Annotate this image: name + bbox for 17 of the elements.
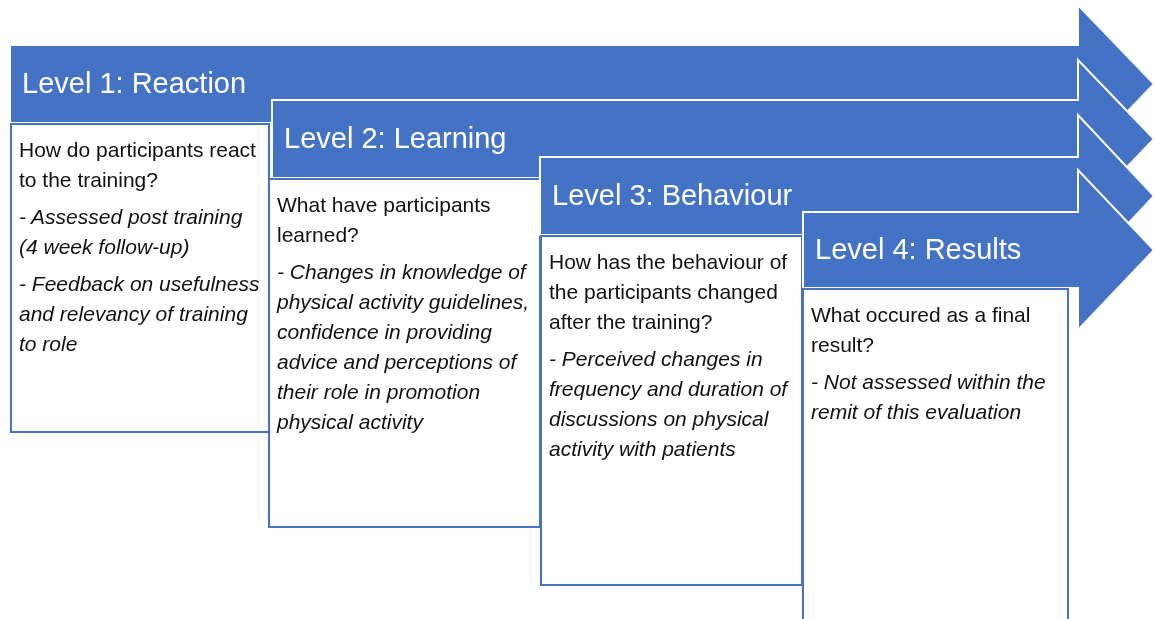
note-text: - Not assessed within the remit of this evaluation xyxy=(811,369,1047,425)
level-title: Level 2: Learning xyxy=(284,124,507,153)
note-text: - Perceived changes in frequency and duration of discussions on physical activity with patients xyxy=(549,346,790,462)
note-text: - Feedback on usefulness and relevancy of training to role xyxy=(19,271,261,357)
level-title: Level 3: Behaviour xyxy=(552,181,793,210)
level-title: Level 1: Reaction xyxy=(22,69,247,98)
note-text: - Changes in knowledge of physical activity guidelines, confidence in providing advice and perceptions of their role in promotion physical activity xyxy=(277,259,531,435)
text-box xyxy=(268,178,541,528)
text-box xyxy=(540,235,803,586)
text-box xyxy=(802,288,1069,619)
question-text: What have participants learned? xyxy=(277,192,492,248)
question-text: What occured as a final result? xyxy=(811,302,1032,358)
note-text: - Assessed post training (4 week follow-up) xyxy=(19,204,244,260)
question-text: How do participants react to the training? xyxy=(19,137,257,193)
text-box xyxy=(10,123,270,433)
question-text: How has the behaviour of the participants changed after the training? xyxy=(549,249,789,335)
level-title: Level 4: Results xyxy=(815,235,1022,264)
